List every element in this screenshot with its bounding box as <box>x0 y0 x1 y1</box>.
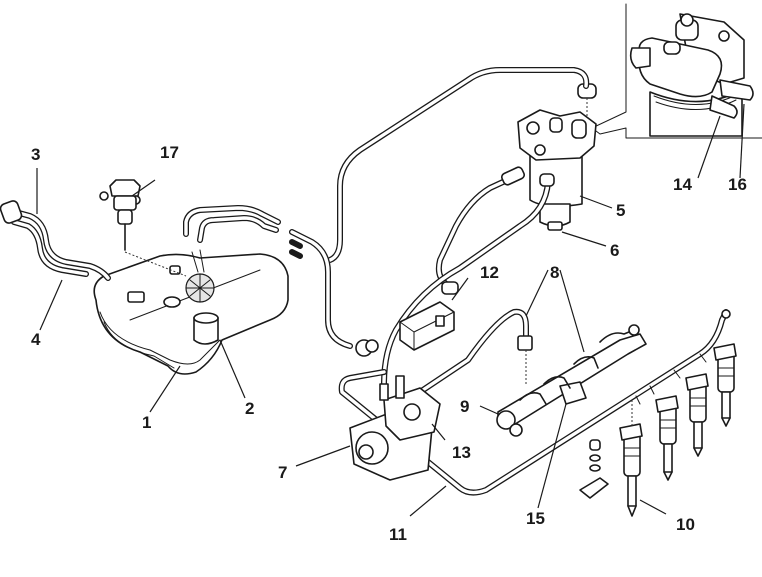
injector-3 <box>685 373 709 457</box>
callout-16: 16 <box>728 175 747 194</box>
supply-tube-top <box>327 67 590 263</box>
callout-7: 7 <box>278 463 287 482</box>
callout-5: 5 <box>616 201 625 220</box>
filter-outlet-tube <box>381 173 555 387</box>
callout-1: 1 <box>142 413 151 432</box>
vent-hoses <box>183 205 281 243</box>
callout-12: 12 <box>480 263 499 282</box>
return-line <box>338 309 731 496</box>
callout-17: 17 <box>160 143 179 162</box>
callout-11: 11 <box>389 525 407 544</box>
callout-4: 4 <box>31 330 41 349</box>
callout-14: 14 <box>673 175 692 194</box>
tank-valve <box>99 179 187 277</box>
callout-2: 2 <box>245 399 254 418</box>
filler-neck <box>0 200 111 281</box>
callout-10: 10 <box>676 515 695 534</box>
fuel-pump-sender <box>185 249 219 345</box>
injector-1 <box>619 423 643 517</box>
tank-to-pump-tube <box>289 229 379 357</box>
callout-15: 15 <box>526 509 545 528</box>
inset-fuel-filter-head <box>629 13 754 137</box>
callout-13: 13 <box>452 443 471 462</box>
hp-line <box>417 308 533 395</box>
fuel-rail <box>496 324 647 437</box>
callout-3: 3 <box>31 145 40 164</box>
callout-9: 9 <box>460 397 469 416</box>
callout-labels: 3 4 17 1 2 5 6 14 16 12 8 9 13 7 11 15 1… <box>31 143 747 544</box>
fuel-filter <box>517 83 597 231</box>
fuel-heater <box>399 301 455 351</box>
callout-6: 6 <box>610 241 619 260</box>
injector-4 <box>713 343 737 427</box>
leader-lines <box>36 103 745 517</box>
inset-detail-frame <box>591 3 762 139</box>
fuel-tank <box>93 253 289 375</box>
injector-2 <box>655 395 679 481</box>
injectors <box>579 343 737 517</box>
high-pressure-pump <box>349 375 441 481</box>
callout-8: 8 <box>550 263 559 282</box>
